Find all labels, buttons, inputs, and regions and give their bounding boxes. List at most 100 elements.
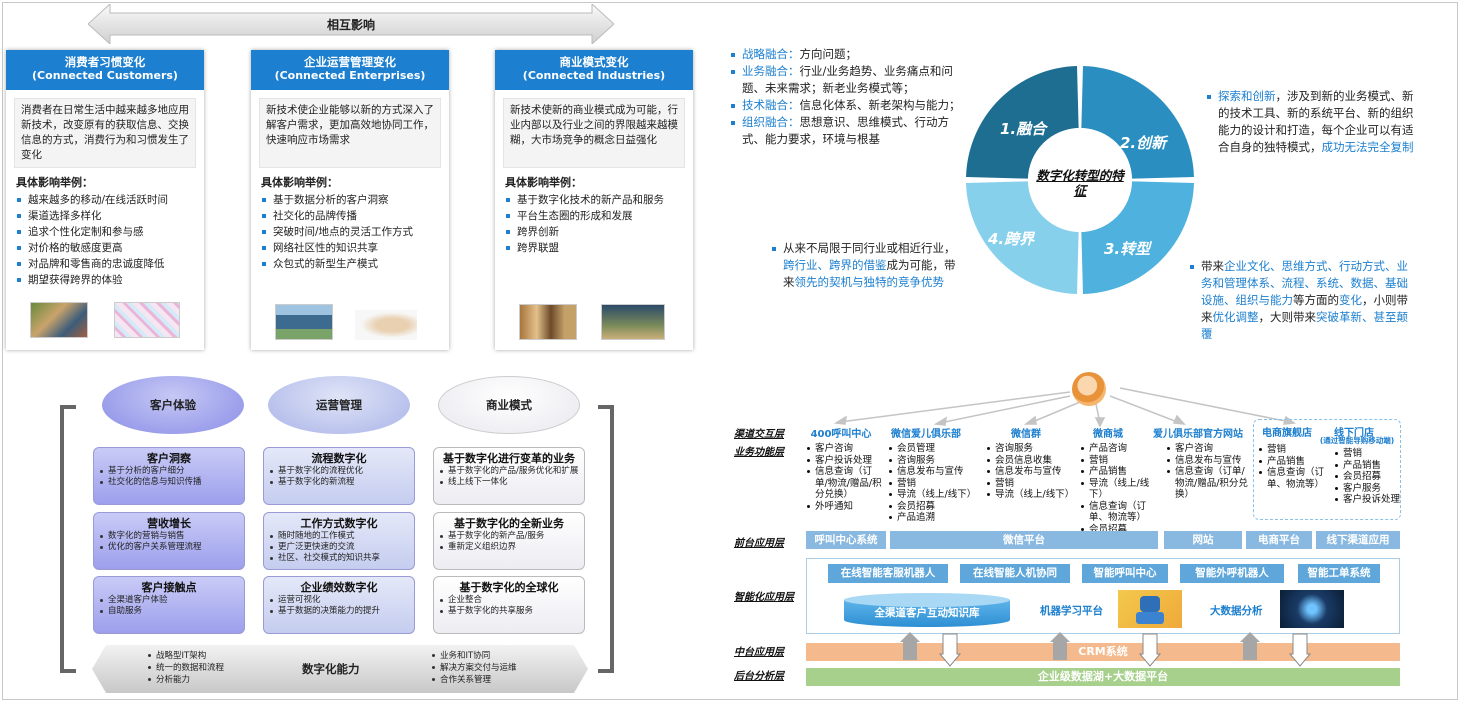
category-business-model: 商业模式 <box>438 376 580 434</box>
box-list: 基于数字化的新产品/服务 重新定义组织边界 <box>438 531 580 553</box>
hexagon-bar-shape <box>92 645 588 693</box>
box-title: 基于数字化进行变革的业务 <box>443 452 575 465</box>
layer-label: 前台应用层 <box>734 538 784 549</box>
list-item: 信息发布与宣传 <box>1166 455 1252 467</box>
front-app-ecommerce: 电商平台 <box>1246 531 1312 549</box>
list-item: 组织融合：思想意识、思维模式、行动方式、能力要求，环境与根基 <box>730 114 965 148</box>
digital-capability-title: 数字化能力 <box>302 662 360 676</box>
fusion-text: 思想意识、思维模式、行动方式、能力要求，环境与根基 <box>742 115 949 146</box>
digital-left-list: 战略型IT架构 统一的数据和流程 分析能力 <box>146 650 224 686</box>
examples-heading: 具体影响举例： <box>16 176 93 189</box>
photo-industry <box>601 304 665 340</box>
front-app-wechat: 微信平台 <box>890 531 1158 549</box>
capability-box: 营收增长 数字化的营销与销售 优化的客户关系管理流程 <box>93 512 245 570</box>
box-title: 流程数字化 <box>311 452 367 465</box>
fusion-text: 信息化体系、新老架构与能力； <box>799 98 961 112</box>
list-item: 业务融合：行业/业务趋势、业务痛点和问题、未来需求；新老业务模式等； <box>730 63 965 97</box>
capability-box: 工作方式数字化 随时随地的工作模式 更广泛更快速的交流 社区、社交模式的知识共享 <box>263 512 415 570</box>
list-item: 战略型IT架构 <box>146 650 224 662</box>
card-header: 企业运营管理变化 (Connected Enterprises) <box>251 50 449 90</box>
list-item: 社交化的信息与知识传播 <box>98 477 240 488</box>
list-item: 基于数字化的共享服务 <box>438 606 580 617</box>
list-item: 基于数字化技术的新产品和服务 <box>505 192 683 208</box>
note-highlight: 变化 <box>1339 293 1362 307</box>
list-item: 产品销售 <box>1334 460 1400 472</box>
category-customer-experience: 客户体验 <box>102 376 244 434</box>
note-innovation: 探索和创新，涉及到新的业务模式、新的技术工具、新的系统平台、新的组织能力的设计和… <box>1206 88 1418 156</box>
box-list: 运营可视化 基于数据的决策能力的提升 <box>268 595 410 617</box>
list-item: 咨询服务 <box>986 443 1078 455</box>
list-item: 客户投诉处理 <box>806 455 882 467</box>
channel-name: 线下门店 <box>1334 428 1374 439</box>
capability-box: 基于数字化进行变革的业务 基于数字化的产品/服务优化和扩展 线上线下一体化 <box>433 447 585 505</box>
layer-label: 中台应用层 <box>734 647 784 658</box>
layer-label: 渠道交互层 <box>734 429 784 440</box>
capability-box: 基于数字化的全球化 企业整合 基于数字化的共享服务 <box>433 576 585 634</box>
note-highlight: 企业文化、思维方式、行动方式、业务和管理体系、流程、系统、数据、基础设施、组织与… <box>1201 259 1408 307</box>
digital-capability-bar: 战略型IT架构 统一的数据和流程 分析能力 数字化能力 业务和IT协同 解决方案… <box>92 645 588 693</box>
function-list: 客户咨询 信息发布与宣传 信息查询（订单/物流/赠品/积分兑换） <box>1166 443 1252 501</box>
front-app-website: 网站 <box>1164 531 1242 549</box>
list-item: 越来越多的移动/在线活跃时间 <box>16 192 194 208</box>
list-item: 信息发布与宣传 <box>986 466 1078 478</box>
list-item: 营销 <box>1080 455 1162 467</box>
note-highlight: 探索和创新 <box>1218 89 1276 103</box>
note-text: ，大则带来 <box>1258 310 1317 324</box>
channel-name: 微信群 <box>1011 429 1041 440</box>
list-item: 线上线下一体化 <box>438 477 580 488</box>
box-title: 客户接触点 <box>141 581 197 594</box>
layer-arrows <box>900 632 1312 667</box>
list-item: 基于数字化的产品/服务优化和扩展 <box>438 466 580 477</box>
list-item: 对价格的敏感度更高 <box>16 240 194 256</box>
box-title: 基于数字化的全球化 <box>459 581 559 594</box>
box-list: 随时随地的工作模式 更广泛更快速的交流 社区、社交模式的知识共享 <box>268 531 410 564</box>
list-item: 信息发布与宣传 <box>888 466 982 478</box>
card-connected-customers: 消费者习惯变化 (Connected Customers) 消费者在日常生活中越… <box>6 50 204 350</box>
list-item: 产品追溯 <box>888 512 982 524</box>
photo-customers <box>30 302 88 338</box>
function-list: 产品咨询 营销 产品销售 导流（线上/线下） 信息查询（订单、物流等） 会员招募 <box>1080 443 1162 535</box>
ml-platform-label: 机器学习平台 <box>1040 605 1103 617</box>
note-crossover: 从来不局限于同行业或相近行业，跨行业、跨界的借鉴成为可能，带来领先的契机与独特的… <box>771 240 961 291</box>
note-text: 从来不局限于同行业或相近行业， <box>783 241 956 255</box>
fusion-key: 组织融合： <box>742 115 800 129</box>
note-highlight: 领先的契机与独特的竞争优势 <box>794 275 945 289</box>
note-highlight: 成功无法完全复制 <box>1321 140 1414 154</box>
list-item: 跨界联盟 <box>505 240 683 256</box>
examples-list: 越来越多的移动/在线活跃时间 渠道选择多样化 追求个性化定制和参与感 对价格的敏… <box>16 192 194 288</box>
note-text: ，涉及到新的业务模式、新的技术工具、新的系统平台、新的组织能力的设计和打造，每个… <box>1218 89 1414 154</box>
list-item: 平台生态圈的形成和发展 <box>505 208 683 224</box>
box-list: 全渠道客户体验 自助服务 <box>98 595 240 617</box>
list-item: 期望获得跨界的体验 <box>16 272 194 288</box>
segment-label: 3.转型 <box>1104 240 1151 258</box>
box-title: 客户洞察 <box>147 452 191 465</box>
list-item: 产品销售 <box>1258 456 1328 468</box>
capability-box: 流程数字化 基于数字化的流程优化 基于数字化的新流程 <box>263 447 415 505</box>
list-item: 业务和IT协同 <box>430 650 517 662</box>
list-item: 信息查询（订单、物流等） <box>1258 467 1328 490</box>
box-list: 企业整合 基于数字化的共享服务 <box>438 595 580 617</box>
list-item: 产品咨询 <box>1080 443 1162 455</box>
right-bracket <box>598 405 614 673</box>
channel-name: 400呼叫中心 <box>810 429 872 440</box>
fusion-text: 方向问题； <box>799 47 858 61</box>
card-connected-enterprises: 企业运营管理变化 (Connected Enterprises) 新技术使企业能… <box>251 50 449 350</box>
smart-app-collab: 在线智能人机协同 <box>960 564 1070 583</box>
list-item: 运营可视化 <box>268 595 410 606</box>
card-title: 企业运营管理变化 <box>304 55 396 69</box>
ring-segment-transformation <box>1081 181 1194 294</box>
capability-box: 客户洞察 基于分析的客户细分 社交化的信息与知识传播 <box>93 447 245 505</box>
list-item: 解决方案交付与运维 <box>430 662 517 674</box>
list-item: 众包式的新型生产模式 <box>261 256 439 272</box>
segment-label: 2.创新 <box>1120 134 1167 152</box>
card-description: 消费者在日常生活中越来越多地应用新技术，改变原有的获取信息、交换信息的方式，消费… <box>14 98 196 168</box>
card-description: 新技术使新的商业模式成为可能，行业内部以及行业之间的界限越来越模糊，大市场竞争的… <box>503 98 685 168</box>
list-item: 客户服务 <box>1334 483 1400 495</box>
category-operations: 运营管理 <box>268 376 410 434</box>
front-app-callcenter: 呼叫中心系统 <box>806 531 886 549</box>
photo-network <box>355 310 417 340</box>
list-item: 社交化的品牌传播 <box>261 208 439 224</box>
list-item: 对品牌和零售商的忠诚度降低 <box>16 256 194 272</box>
list-item: 跨界创新 <box>505 224 683 240</box>
ecommerce-offline-group: 电商旗舰店 线下门店 (通过智能导购移动端) 营销 产品销售 信息查询（订单、物… <box>1253 419 1401 520</box>
